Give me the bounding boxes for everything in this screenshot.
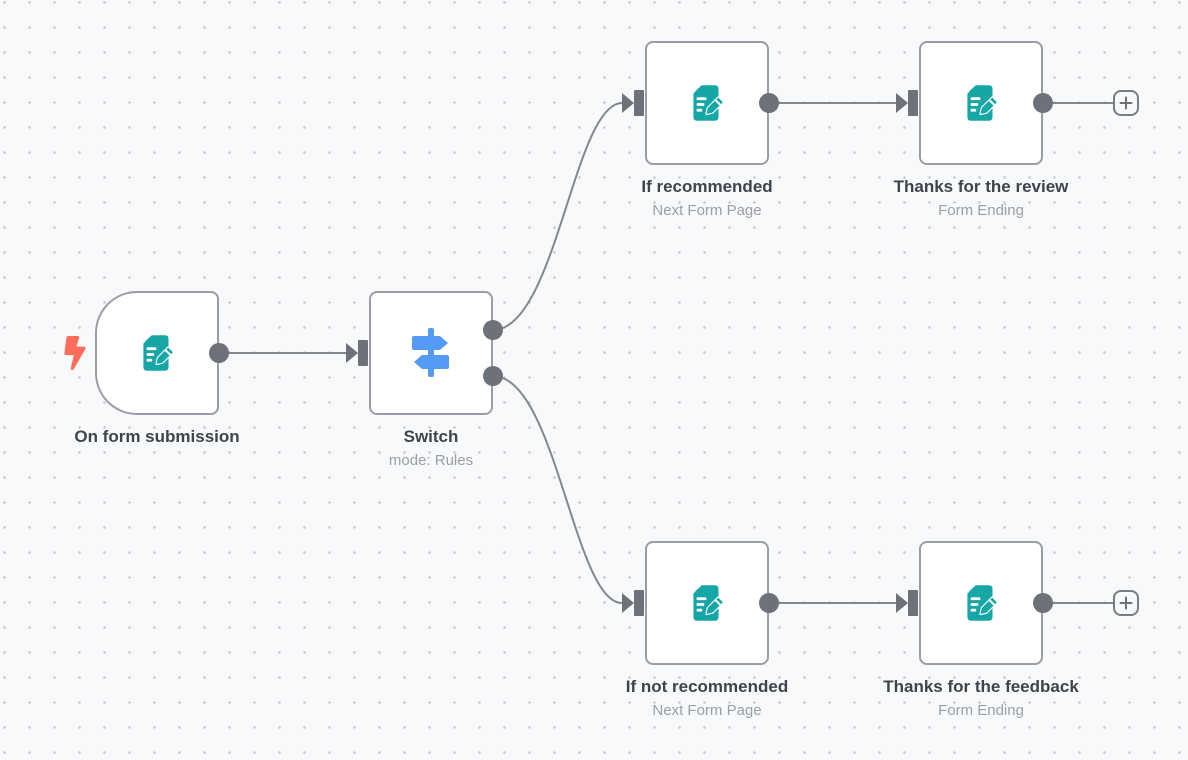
plus-icon	[1119, 96, 1133, 110]
node-on-form-submission[interactable]: On form submission	[74, 291, 240, 446]
node-box[interactable]	[369, 291, 493, 415]
plus-icon	[1119, 596, 1133, 610]
node-title: Thanks for the feedback	[883, 677, 1079, 696]
node-subtitle: Form Ending	[938, 202, 1024, 219]
node-subtitle: Form Ending	[938, 702, 1024, 719]
node-subtitle: Next Form Page	[652, 202, 762, 219]
node-if-not-recommended[interactable]: If not recommended Next Form Page	[626, 541, 788, 719]
node-box[interactable]	[919, 41, 1043, 165]
node-thanks-for-the-review[interactable]: Thanks for the review Form Ending	[894, 41, 1068, 219]
input-port-if-recommended	[622, 90, 644, 116]
form-icon	[692, 584, 725, 622]
node-title: Switch	[403, 427, 459, 446]
switch-signpost-icon	[412, 328, 449, 377]
node-subtitle: mode: Rules	[388, 452, 474, 469]
connection-switch-to-if-recommended[interactable]	[492, 102, 623, 331]
node-title: On form submission	[74, 427, 240, 446]
node-box[interactable]	[645, 541, 769, 665]
form-icon	[966, 84, 999, 122]
input-port-switch	[346, 340, 368, 366]
connection-switch-to-if-not-recommended[interactable]	[492, 375, 623, 604]
node-title: Thanks for the review	[893, 177, 1069, 196]
node-box[interactable]	[919, 541, 1043, 665]
node-title: If not recommended	[625, 677, 789, 696]
input-port-if-not-recommended	[622, 590, 644, 616]
add-node-button-bottom[interactable]	[1113, 590, 1139, 616]
node-thanks-for-the-feedback[interactable]: Thanks for the feedback Form Ending	[883, 541, 1079, 719]
node-subtitle: Next Form Page	[652, 702, 762, 719]
node-title: If recommended	[641, 177, 773, 196]
form-trigger-icon	[142, 334, 175, 372]
node-box[interactable]	[645, 41, 769, 165]
node-switch[interactable]: Switch mode: Rules	[369, 291, 493, 469]
form-icon	[966, 584, 999, 622]
input-port-thanks-review	[896, 90, 918, 116]
node-if-recommended[interactable]: If recommended Next Form Page	[641, 41, 773, 219]
input-port-thanks-feedback	[896, 590, 918, 616]
form-icon	[692, 84, 725, 122]
lightning-bolt-icon	[64, 336, 86, 370]
add-node-button-top[interactable]	[1113, 90, 1139, 116]
node-box[interactable]	[95, 291, 219, 415]
